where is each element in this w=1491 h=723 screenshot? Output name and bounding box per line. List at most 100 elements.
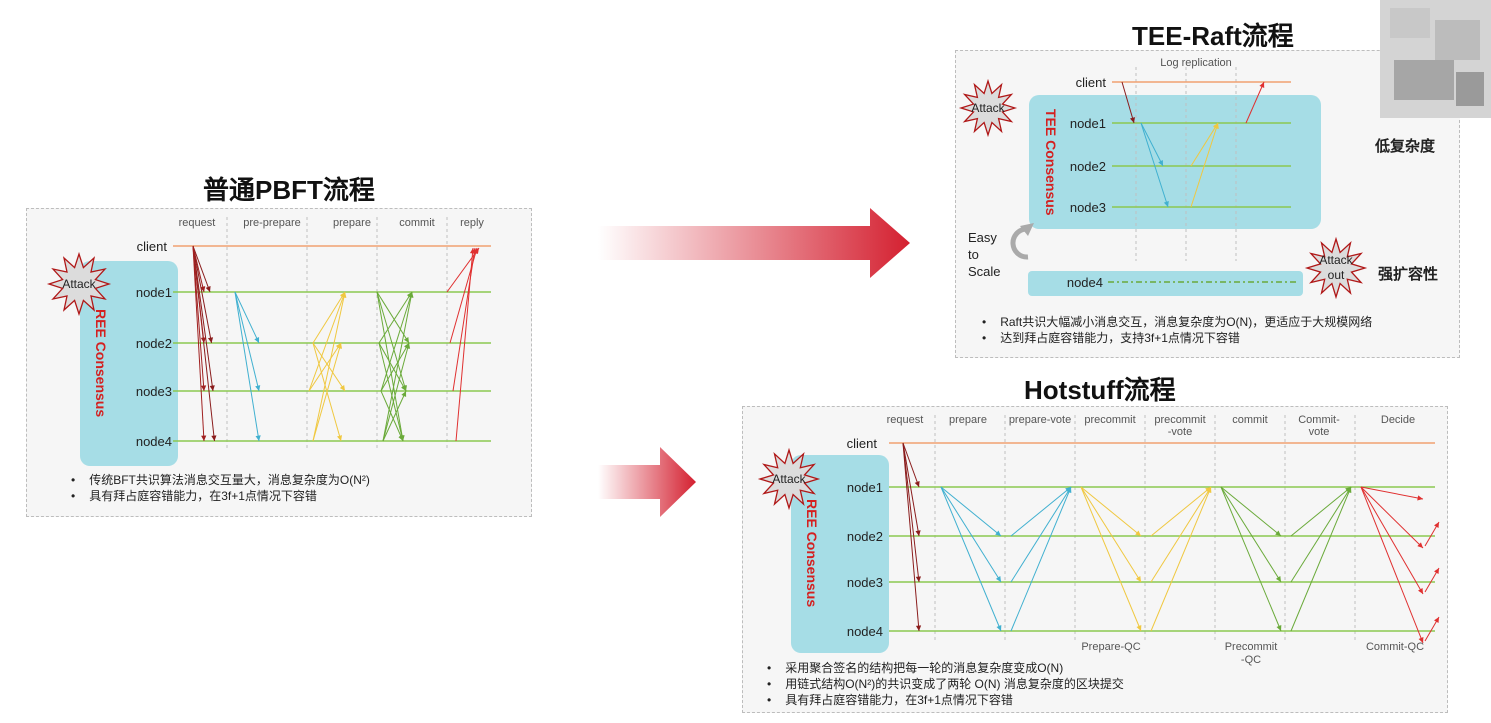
- hotstuff-diagram: request prepare prepare-vote precommit preco…: [757, 414, 1440, 666]
- attack-burst: [46, 251, 112, 317]
- message-arrow: [1220, 486, 1282, 583]
- message-arrow: [378, 342, 404, 442]
- arrowhead: [339, 385, 345, 391]
- arrowhead: [207, 337, 214, 343]
- attack-out-label: Attack: [1319, 253, 1353, 267]
- phase-label: prepare: [333, 217, 371, 229]
- attack-label: Attack: [772, 472, 806, 486]
- arrowhead: [1418, 588, 1423, 594]
- arrow-to-hotstuff: [598, 447, 696, 517]
- message-arrow: [940, 486, 1002, 583]
- message-arrow: [1150, 486, 1212, 632]
- message-arrow: [1245, 81, 1265, 124]
- message-arrow: [1080, 486, 1142, 537]
- message-arrow: [1360, 486, 1424, 644]
- message-arrow: [382, 291, 413, 442]
- message-arrow: [382, 390, 407, 442]
- arrowhead: [995, 576, 1001, 582]
- arrowhead: [1418, 637, 1424, 643]
- message-arrow: [1220, 486, 1282, 632]
- arrowhead: [341, 292, 347, 298]
- consensus-box: [1029, 95, 1321, 229]
- phase-label: pre-prepare: [243, 217, 300, 229]
- arrowhead: [1135, 530, 1141, 536]
- message-arrow: [1290, 486, 1352, 632]
- message-arrow: [1010, 486, 1072, 537]
- phase-label: request: [887, 414, 924, 426]
- attack-label: Attack: [971, 101, 1005, 115]
- arrowhead: [1276, 625, 1282, 631]
- message-arrow: [192, 245, 205, 344]
- pbft-title: 普通PBFT流程: [203, 175, 375, 205]
- raft-diagram: Log replicationclientnode1node2node3node…: [958, 57, 1368, 300]
- message-arrow: [902, 442, 920, 537]
- arrowhead: [1066, 487, 1072, 493]
- arrowhead: [211, 435, 217, 441]
- qc-label: -QC: [1241, 654, 1261, 666]
- easy-scale-label: Scale: [968, 264, 1001, 279]
- qc-label: Commit-QC: [1366, 641, 1424, 653]
- arrowhead: [1434, 522, 1439, 528]
- node-label: node3: [136, 384, 172, 399]
- message-arrow: [192, 245, 205, 293]
- message-arrow: [1140, 122, 1164, 167]
- arrowhead: [995, 530, 1001, 536]
- hotstuff-bullet-2: 用链式结构O(N²)的共识变成了两轮 O(N) 消息复杂度的区块提交: [767, 677, 1124, 692]
- arrowhead: [337, 435, 343, 441]
- arrowhead: [996, 625, 1002, 631]
- node-label: node4: [136, 434, 172, 449]
- attack-label: Attack: [62, 277, 96, 291]
- node-label: node2: [136, 336, 172, 351]
- message-arrow: [192, 245, 211, 293]
- refresh-icon-head: [1020, 223, 1034, 236]
- attack-burst: [958, 78, 1018, 138]
- message-arrow: [1360, 486, 1424, 500]
- node-label: node4: [847, 624, 883, 639]
- easy-scale-label: to: [968, 247, 979, 262]
- arrowhead: [401, 391, 407, 397]
- arrowhead: [254, 337, 260, 343]
- phase-label: precommit: [1084, 414, 1135, 426]
- arrowhead: [469, 248, 476, 254]
- refresh-icon: [1010, 226, 1029, 260]
- hotstuff-bullet-1: 采用聚合签名的结构把每一轮的消息复杂度变成O(N): [767, 661, 1063, 676]
- arrow-to-raft: [598, 208, 910, 278]
- message-arrow: [1080, 486, 1142, 583]
- message-arrow: [455, 247, 474, 442]
- message-arrow: [1010, 486, 1072, 583]
- message-arrow: [1190, 122, 1219, 208]
- phase-label: prepare: [949, 414, 987, 426]
- arrowhead: [1434, 568, 1439, 574]
- message-arrow: [376, 291, 407, 392]
- arrowhead: [200, 337, 206, 343]
- phase-label: request: [179, 217, 216, 229]
- phase-label: vote: [1309, 426, 1330, 438]
- message-arrow: [312, 291, 346, 344]
- consensus-label: REE Consensus: [93, 309, 109, 417]
- phase-label: prepare-vote: [1009, 414, 1071, 426]
- consensus-label: REE Consensus: [804, 499, 820, 607]
- node-label: node3: [1070, 200, 1106, 215]
- arrowhead: [1417, 542, 1423, 548]
- arrowhead: [255, 435, 261, 441]
- message-arrow: [376, 291, 404, 442]
- arrowhead: [401, 385, 406, 391]
- qc-label: Precommit: [1225, 641, 1278, 653]
- scalability-label: 强扩容性: [1378, 266, 1439, 283]
- consensus-label: TEE Consensus: [1043, 109, 1059, 216]
- pbft-bullet-1: 传统BFT共识算法消息交互量大，消息复杂度为O(N²): [71, 473, 370, 488]
- message-arrow: [1220, 486, 1282, 537]
- pbft-bullet-2: 具有拜占庭容错能力，在3f+1点情况下容错: [71, 489, 317, 504]
- message-arrow: [902, 442, 920, 632]
- log-replication-label: Log replication: [1160, 57, 1232, 69]
- node4-label: node4: [1067, 275, 1103, 290]
- message-arrow: [1150, 486, 1212, 537]
- phase-label: precommit: [1154, 414, 1205, 426]
- node-label: node3: [847, 575, 883, 590]
- arrowhead: [405, 343, 411, 349]
- arrowhead: [914, 481, 920, 487]
- raft-title: TEE-Raft流程: [1132, 21, 1294, 51]
- message-arrow: [940, 486, 1002, 537]
- arrowhead: [209, 385, 215, 391]
